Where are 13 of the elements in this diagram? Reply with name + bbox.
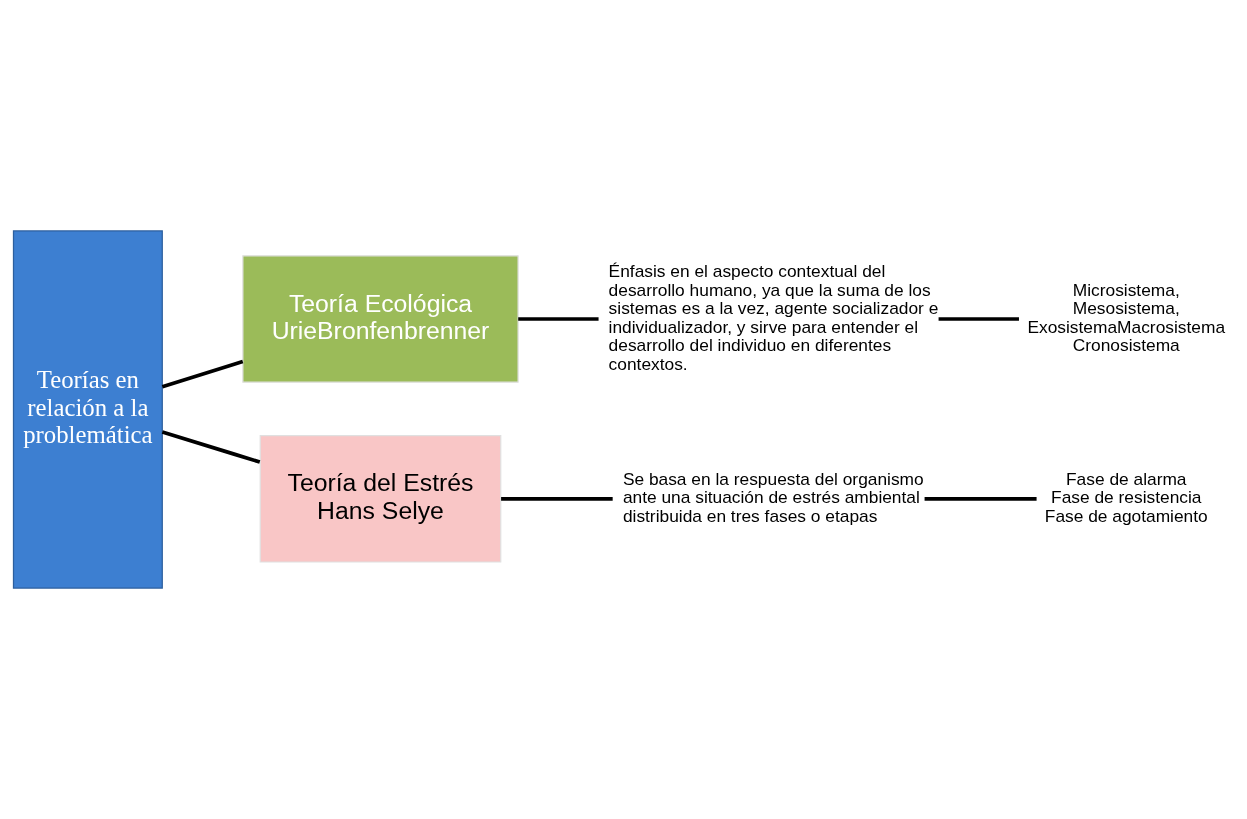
connector — [501, 496, 613, 501]
node-box: Teoría Ecológica UrieBronfenbrenner — [242, 255, 519, 383]
node-box: Teorías en relación a la problemática — [12, 230, 163, 589]
node-text: Se basa en la respuesta del organismo ante una situación de estrés ambiental distribuida en tres fases o etapas — [622, 468, 924, 526]
connector — [161, 359, 244, 389]
connector — [161, 430, 261, 464]
node-box: Teoría del Estrés Hans Selye — [259, 434, 502, 563]
connector — [924, 496, 1037, 501]
node-text: Énfasis en el aspecto contextual del desarrollo humano, ya que la suma de los sistemas es a la vez, agente socializador e individualizador, y sirve para entender el desarrollo del individuo en diferentes contextos. — [608, 261, 939, 375]
node-text: Microsistema, Mesosistema, ExosistemaMacrosistema Cronosistema — [1027, 279, 1226, 356]
connector — [518, 317, 599, 321]
connector — [938, 317, 1019, 321]
node-text: Fase de alarma Fase de resistencia Fase de agotamiento — [1044, 468, 1208, 526]
